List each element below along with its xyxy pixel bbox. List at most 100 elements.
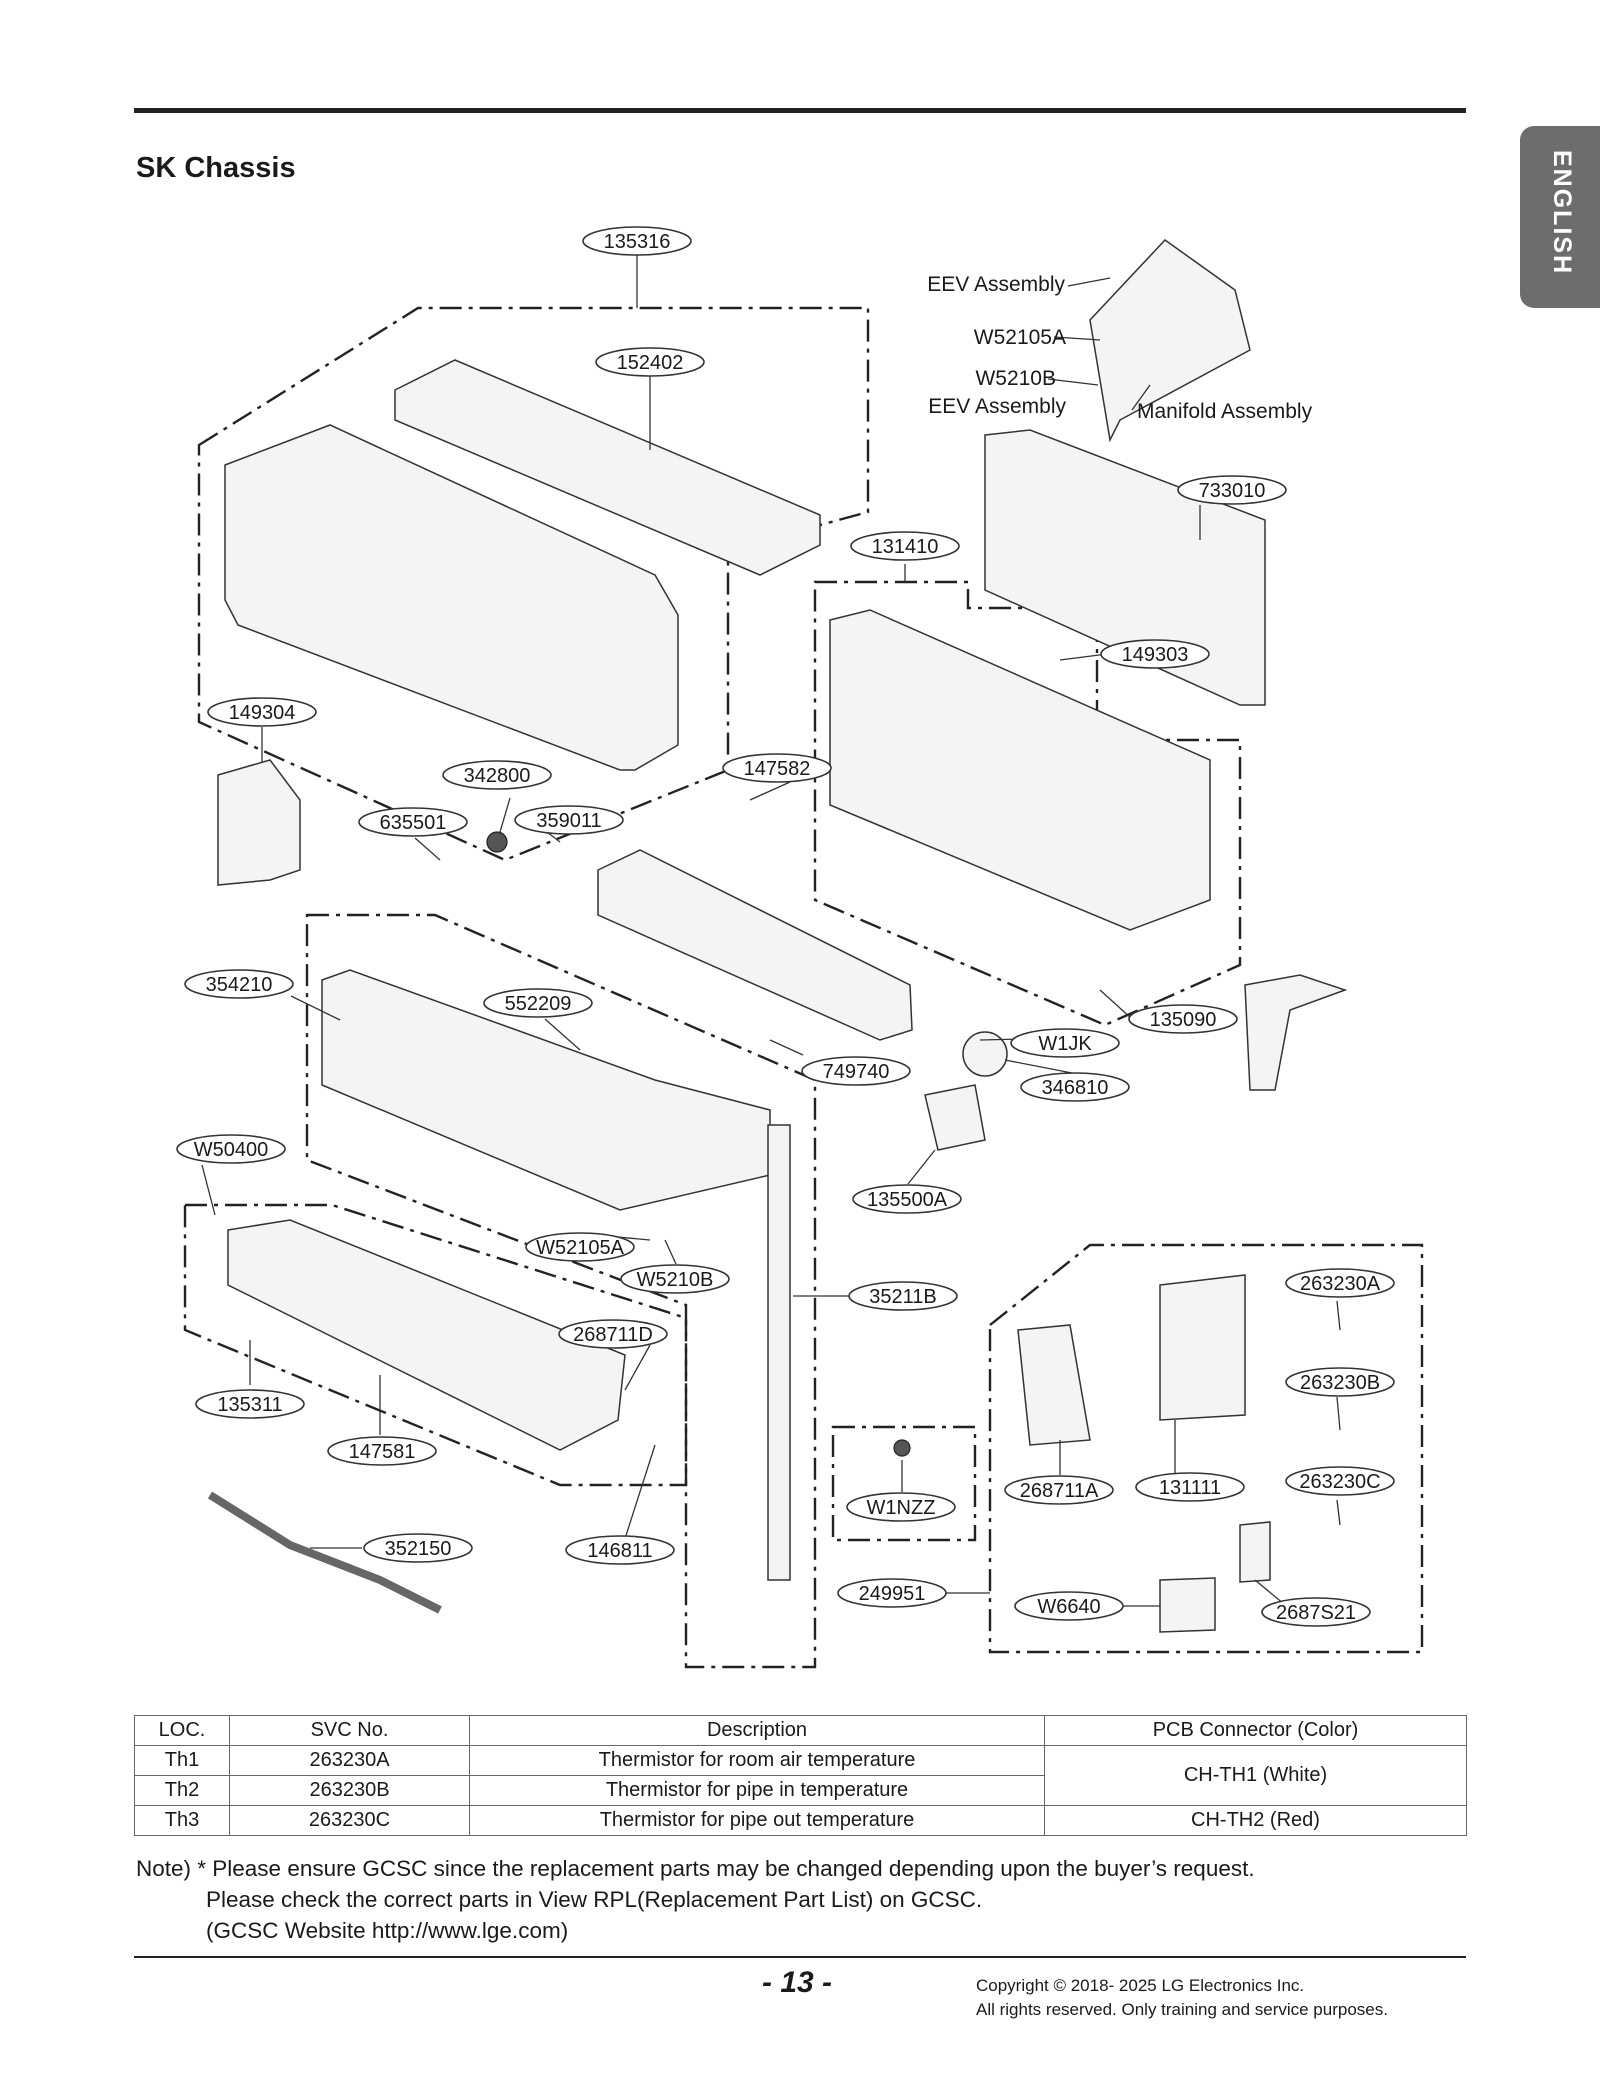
svg-text:354210: 354210 bbox=[206, 974, 273, 996]
callout-268711d: 268711D bbox=[558, 1319, 668, 1349]
callout-2687s21: 2687S21 bbox=[1261, 1597, 1371, 1627]
callout-263230c: 263230C bbox=[1285, 1466, 1395, 1496]
label-eev-assembly-bottom: EEV Assembly bbox=[928, 395, 1066, 418]
callout-w50400: W50400 bbox=[176, 1134, 286, 1164]
callout-149303: 149303 bbox=[1100, 639, 1210, 669]
note-line-2: Please check the correct parts in View R… bbox=[206, 1887, 983, 1912]
svg-text:263230C: 263230C bbox=[1299, 1471, 1380, 1493]
callout-249951: 249951 bbox=[837, 1578, 947, 1608]
callout-354210: 354210 bbox=[184, 969, 294, 999]
language-tab: ENGLISH bbox=[1520, 126, 1600, 308]
callout-147581: 147581 bbox=[327, 1436, 437, 1466]
callout-152402: 152402 bbox=[595, 347, 705, 377]
svg-text:135090: 135090 bbox=[1150, 1009, 1217, 1031]
control-box-part bbox=[1159, 1274, 1246, 1421]
callout-342800: 342800 bbox=[442, 760, 552, 790]
copyright: Copyright © 2018- 2025 LG Electronics In… bbox=[976, 1974, 1388, 2022]
chassis-part bbox=[829, 609, 1211, 931]
top-rule bbox=[134, 108, 1466, 113]
callout-135500a: 135500A bbox=[852, 1184, 962, 1214]
piping-tube-part bbox=[767, 1124, 791, 1581]
header-loc: LOC. bbox=[134, 1715, 230, 1746]
bearing-part bbox=[486, 831, 508, 853]
chassis-group-frame bbox=[813, 580, 1242, 1027]
drain-hose-part bbox=[207, 1491, 442, 1614]
table-row: Th2 263230B Thermistor for pipe in tempe… bbox=[134, 1775, 1467, 1806]
cell-svc: 263230B bbox=[229, 1775, 470, 1806]
cell-svc: 263230C bbox=[229, 1805, 470, 1836]
exploded-parts-diagram: EEV Assembly W52105A W5210B EEV Assembly… bbox=[176, 226, 1424, 1669]
callout-w52105a: W52105A bbox=[525, 1232, 635, 1262]
callout-135316: 135316 bbox=[582, 226, 692, 256]
label-w52105a: W52105A bbox=[974, 326, 1066, 349]
callout-146811: 146811 bbox=[565, 1535, 675, 1565]
note-block: Note) * Please ensure GCSC since the rep… bbox=[136, 1853, 1255, 1946]
svg-text:135311: 135311 bbox=[217, 1394, 282, 1416]
svg-text:352150: 352150 bbox=[385, 1538, 452, 1560]
table-row: Th1 263230A Thermistor for room air temp… bbox=[134, 1745, 1467, 1806]
callout-147582: 147582 bbox=[722, 753, 832, 783]
label-w5210b: W5210B bbox=[975, 367, 1056, 390]
cell-loc: Th3 bbox=[134, 1805, 230, 1836]
side-bracket-left-part bbox=[217, 759, 301, 886]
callout-346810: 346810 bbox=[1020, 1072, 1130, 1102]
label-eev-assembly-top: EEV Assembly bbox=[927, 273, 1065, 296]
cell-connector-th3: CH-TH2 (Red) bbox=[1044, 1805, 1467, 1836]
svg-text:131410: 131410 bbox=[872, 536, 939, 558]
svg-text:346810: 346810 bbox=[1042, 1077, 1109, 1099]
svg-text:342800: 342800 bbox=[464, 765, 531, 787]
svg-text:749740: 749740 bbox=[823, 1061, 890, 1083]
callout-w6640: W6640 bbox=[1014, 1591, 1124, 1621]
table-row: Th3 263230C Thermistor for pipe out temp… bbox=[134, 1805, 1467, 1836]
callout-263230a: 263230A bbox=[1285, 1268, 1395, 1298]
label-manifold-assembly: Manifold Assembly bbox=[1137, 400, 1313, 423]
callout-w1jk: W1JK bbox=[1010, 1028, 1120, 1058]
callout-359011: 359011 bbox=[514, 805, 624, 835]
motor-cover-part bbox=[924, 1084, 986, 1151]
eev-manifold-part bbox=[1089, 239, 1251, 443]
w1nzz-part bbox=[893, 1439, 911, 1457]
svg-text:W1NZZ: W1NZZ bbox=[867, 1497, 936, 1519]
page-heading: SK Chassis bbox=[136, 152, 296, 184]
cross-flow-fan-part bbox=[597, 849, 913, 1041]
copyright-line-2: All rights reserved. Only training and s… bbox=[976, 2000, 1388, 2019]
callout-w5210b: W5210B bbox=[620, 1264, 730, 1294]
svg-text:147582: 147582 bbox=[744, 758, 811, 780]
svg-text:263230A: 263230A bbox=[1300, 1273, 1381, 1295]
callout-749740: 749740 bbox=[801, 1056, 911, 1086]
front-panel-group-frame bbox=[197, 306, 870, 862]
cell-loc: Th1 bbox=[134, 1745, 230, 1776]
bottom-rule bbox=[134, 1956, 1466, 1958]
svg-text:2687S21: 2687S21 bbox=[1276, 1602, 1356, 1624]
w1nzz-group-frame bbox=[831, 1425, 977, 1542]
svg-text:W52105A: W52105A bbox=[536, 1237, 624, 1259]
filter-grille-part bbox=[394, 359, 821, 576]
callout-131111: 131111 bbox=[1135, 1472, 1245, 1502]
svg-text:135500A: 135500A bbox=[867, 1189, 948, 1211]
callout-w1nzz: W1NZZ bbox=[846, 1492, 956, 1522]
svg-text:146811: 146811 bbox=[587, 1540, 652, 1562]
header-description: Description bbox=[469, 1715, 1045, 1746]
drain-pan-part bbox=[227, 1219, 626, 1451]
cell-loc: Th2 bbox=[134, 1775, 230, 1806]
cell-connector-th1: CH-TH1 (White) bbox=[1044, 1745, 1467, 1806]
svg-text:W6640: W6640 bbox=[1037, 1596, 1100, 1618]
svg-text:249951: 249951 bbox=[859, 1583, 926, 1605]
svg-text:359011: 359011 bbox=[536, 810, 601, 832]
callout-135090: 135090 bbox=[1128, 1004, 1238, 1034]
drain-pan-group-frame bbox=[183, 1203, 688, 1487]
copyright-line-1: Copyright © 2018- 2025 LG Electronics In… bbox=[976, 1976, 1305, 1995]
callout-552209: 552209 bbox=[483, 988, 593, 1018]
front-panel-part bbox=[224, 424, 679, 771]
callout-149304: 149304 bbox=[207, 697, 317, 727]
cell-desc: Thermistor for pipe in temperature bbox=[469, 1775, 1045, 1806]
fan-motor-part bbox=[962, 1031, 1008, 1077]
svg-text:135316: 135316 bbox=[604, 231, 671, 253]
svg-text:35211B: 35211B bbox=[869, 1286, 936, 1308]
callout-635501: 635501 bbox=[358, 807, 468, 837]
svg-text:149303: 149303 bbox=[1122, 644, 1189, 666]
svg-text:W50400: W50400 bbox=[194, 1139, 269, 1161]
leader-lines bbox=[201, 254, 1341, 1610]
callout-352150: 352150 bbox=[363, 1533, 473, 1563]
callout-35211b: 35211B bbox=[848, 1281, 958, 1311]
